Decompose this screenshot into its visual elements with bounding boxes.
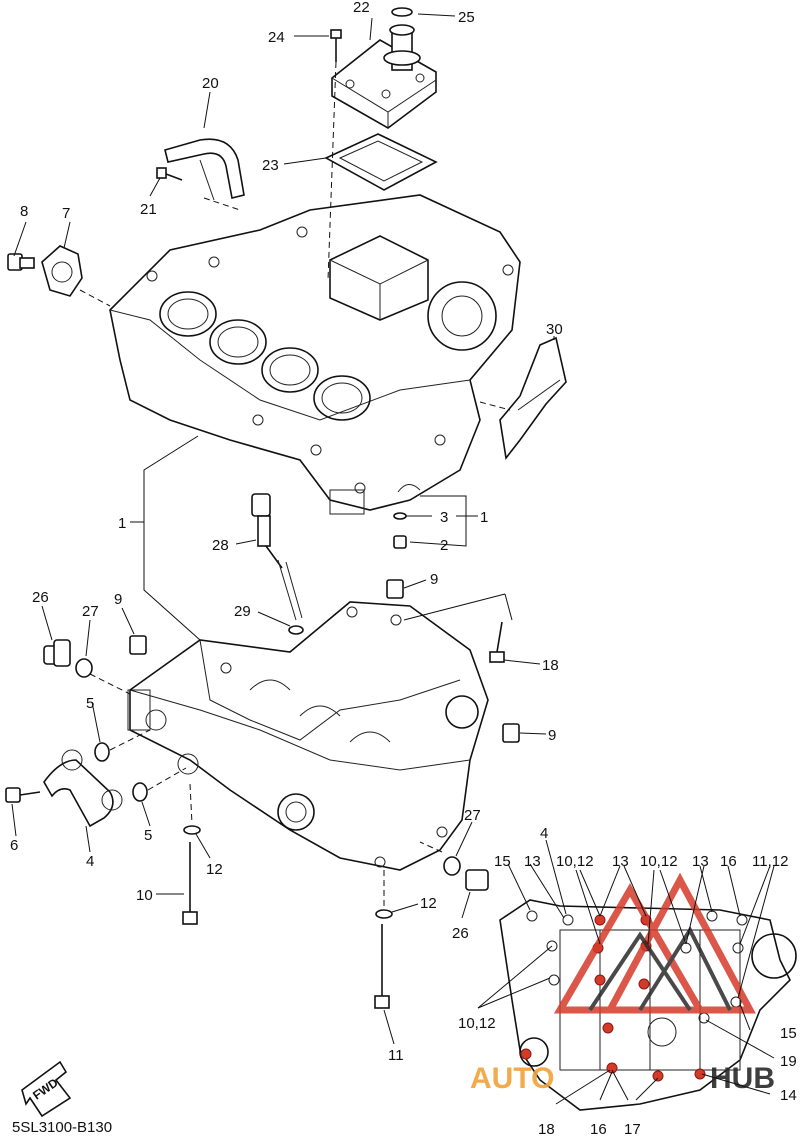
callout-17: 17	[624, 1121, 641, 1138]
part-9-dowel-b	[386, 579, 404, 599]
callout-1-right: 1	[480, 509, 488, 526]
part-5-o-ring-a	[94, 742, 110, 762]
callout-23: 23	[262, 157, 279, 174]
callout-10-12-a: 10,12	[556, 853, 594, 870]
callout-9-left: 9	[114, 591, 122, 608]
watermark-brand-right: HUB	[710, 1062, 775, 1095]
upper-crankcase	[109, 194, 521, 515]
part-8-plug	[7, 253, 35, 271]
callout-10: 10	[136, 887, 153, 904]
part-23-gasket	[324, 133, 438, 191]
callout-27-right: 27	[464, 807, 481, 824]
callout-28: 28	[212, 537, 229, 554]
part-12-washer-a	[183, 825, 201, 835]
callout-20: 20	[202, 75, 219, 92]
callout-19: 19	[780, 1053, 797, 1070]
part-21-bolt	[156, 167, 183, 181]
callout-8: 8	[20, 203, 28, 220]
callout-10-12-b: 10,12	[640, 853, 678, 870]
part-9-dowel-a	[129, 635, 147, 655]
callout-5-top: 5	[86, 695, 94, 712]
callout-16-top: 16	[720, 853, 737, 870]
callout-21: 21	[140, 201, 157, 218]
part-10-bolt	[182, 842, 198, 925]
callout-25: 25	[458, 9, 475, 26]
part-4-oil-pipe	[43, 749, 123, 828]
callout-6: 6	[10, 837, 18, 854]
drawing-code: 5SL3100-B130	[12, 1119, 112, 1136]
callout-4-left: 4	[86, 853, 94, 870]
part-11-bolt	[374, 924, 390, 1009]
part-29-o-ring	[288, 625, 304, 635]
callout-9-top: 9	[430, 571, 438, 588]
callout-5-bottom: 5	[144, 827, 152, 844]
part-12-washer-b	[375, 909, 393, 919]
callout-12-center: 12	[420, 895, 437, 912]
part-7-cover	[41, 245, 83, 297]
callout-13-a: 13	[524, 853, 541, 870]
leader-lines	[11, 13, 775, 1105]
part-25-o-ring	[391, 7, 413, 17]
part-2-dowel	[393, 535, 407, 549]
callout-18-bottom: 18	[538, 1121, 555, 1138]
part-6-bolt	[5, 787, 41, 803]
callout-11-12: 11,12	[752, 853, 788, 870]
callout-2: 2	[440, 537, 448, 554]
part-30-chain-guide	[499, 336, 567, 460]
callout-27-left: 27	[82, 603, 99, 620]
part-27-gasket-right	[443, 856, 461, 876]
callout-26-left: 26	[32, 589, 49, 606]
part-3-washer	[393, 512, 407, 520]
callout-24: 24	[268, 29, 285, 46]
lower-crankcase	[127, 601, 489, 871]
callout-13-b: 13	[612, 853, 629, 870]
callout-22: 22	[353, 0, 370, 16]
part-27-gasket-left	[75, 658, 93, 678]
watermark-brand-left: AUTO	[470, 1062, 554, 1095]
callout-4-inset: 4	[540, 825, 548, 842]
callout-15-right: 15	[780, 1025, 797, 1042]
callout-3: 3	[440, 509, 448, 526]
callout-11: 11	[388, 1047, 404, 1064]
callout-9-right: 9	[548, 727, 556, 744]
callout-13-c: 13	[692, 853, 709, 870]
callout-16-bottom: 16	[590, 1121, 607, 1138]
watermark-logo	[553, 872, 756, 1014]
part-24-bolt	[330, 29, 342, 62]
fwd-arrow-icon	[21, 1060, 72, 1118]
callout-12-left: 12	[206, 861, 223, 878]
callout-18-top: 18	[542, 657, 559, 674]
callout-30: 30	[546, 321, 563, 338]
part-20-breather-pipe	[164, 138, 245, 201]
part-28-sensor	[251, 493, 303, 621]
part-18-bolt	[489, 621, 505, 663]
callout-15-top: 15	[494, 853, 511, 870]
callout-14: 14	[780, 1087, 797, 1104]
callout-26-right: 26	[452, 925, 469, 942]
part-5-o-ring-b	[132, 782, 148, 802]
part-22-breather-cover	[331, 24, 437, 129]
part-26-plug-right	[465, 869, 489, 891]
part-26-plug-left	[43, 639, 71, 667]
callout-7: 7	[62, 205, 70, 222]
callouts: 22 25 24 20 23 21 8 7 30 1 3 1 2 28 9 26…	[10, 0, 797, 1138]
part-9-dowel-c	[502, 723, 520, 743]
callout-10-12-c: 10,12	[458, 1015, 496, 1032]
callout-29: 29	[234, 603, 251, 620]
callout-1-upper: 1	[118, 515, 126, 532]
